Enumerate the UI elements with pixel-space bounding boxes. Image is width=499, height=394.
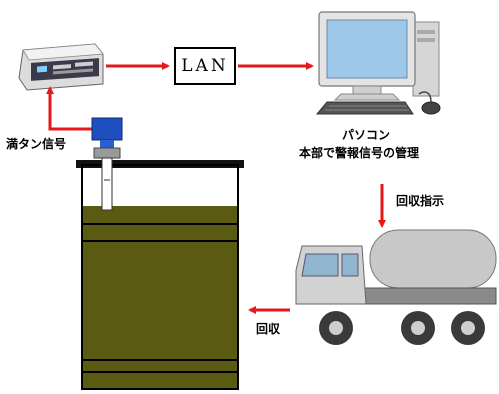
lan-box: LAN (174, 47, 236, 85)
tank (76, 160, 244, 390)
desktop-computer-icon (315, 11, 441, 115)
lan-label: LAN (181, 56, 229, 76)
alarm-controller-icon (18, 43, 104, 91)
full-tank-signal-label: 満タン信号 (6, 137, 67, 151)
level-sensor-icon (91, 117, 123, 211)
pc-label: パソコン (342, 128, 391, 142)
collection-label: 回収 (256, 322, 281, 336)
collection-instruction-label: 回収指示 (396, 194, 445, 208)
arrow-sensor-to-controller (46, 86, 92, 131)
pc-caption: 本部で警報信号の管理 (299, 146, 420, 160)
tanker-truck-icon (295, 229, 497, 345)
tank-liquid (83, 206, 237, 388)
